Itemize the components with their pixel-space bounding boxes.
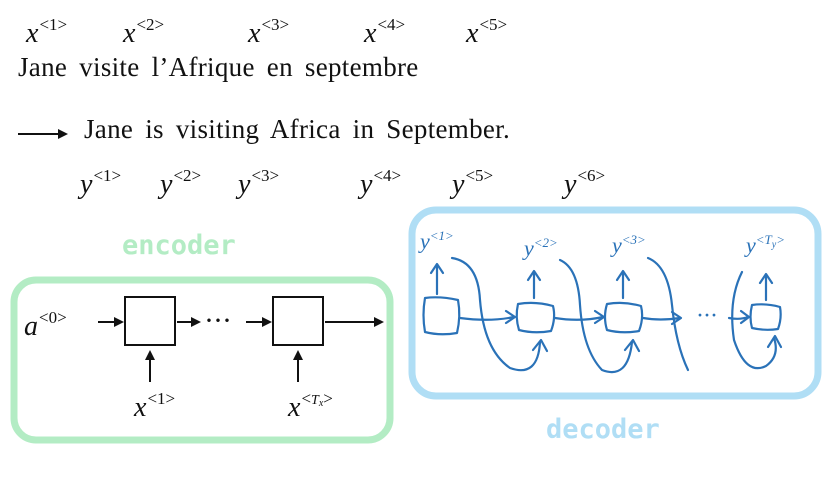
output-arrow-icon: [526, 269, 542, 300]
decoder-output-2: y<2>: [524, 235, 558, 261]
input-arrow-icon: [293, 350, 303, 382]
target-token-2: y<2>: [160, 166, 202, 200]
encoder-initial-state: a<0>: [24, 308, 67, 342]
target-token-1: y<1>: [80, 166, 122, 200]
input-arrow-icon: [145, 350, 155, 382]
target-sentence: Jane is visiting Africa in September.: [84, 114, 511, 144]
feedback-loop-2: [558, 258, 634, 374]
encoder-input-Tx: x<Tx>: [288, 389, 333, 423]
encoder-cell-Tx: [272, 296, 324, 346]
feedback-loop-icon: [623, 338, 641, 353]
source-token-2: x<2>: [123, 15, 165, 49]
feedback-loop-3: [646, 256, 690, 372]
decoder-frame: [408, 206, 822, 400]
target-token-4: y<4>: [360, 166, 402, 200]
output-arrow-icon: [429, 262, 445, 296]
encoder-label: encoder: [122, 230, 236, 261]
initial-state-arrow-icon: [98, 317, 124, 327]
decoder-label: decoder: [546, 414, 660, 445]
translation-arrow-icon: [18, 129, 68, 139]
source-token-4: x<4>: [364, 15, 406, 49]
decoder-arrow-icon: [727, 309, 751, 325]
source-token-5: x<5>: [466, 15, 508, 49]
feedback-loop-1: [450, 256, 542, 372]
decoder-output-1: y<1>: [420, 228, 454, 254]
source-token-1: x<1>: [26, 15, 68, 49]
decoder-cell-3: [603, 301, 644, 334]
decoder-arrow-icon: [553, 309, 606, 325]
output-arrow-icon: [758, 272, 774, 302]
output-arrow-icon: [615, 269, 631, 300]
decoder-cell-1: [422, 296, 461, 336]
encoder-arrow-icon: [177, 317, 201, 327]
encoder-ellipsis: ···: [204, 304, 232, 337]
feedback-loop-icon: [531, 338, 549, 353]
encoder-input-1: x<1>: [134, 389, 176, 423]
encoder-frame: [10, 276, 394, 444]
decoder-ellipsis: ···: [696, 303, 718, 329]
target-token-6: y<6>: [564, 166, 606, 200]
target-token-5: y<5>: [452, 166, 494, 200]
feedback-loop-icon: [766, 334, 783, 349]
target-token-3: y<3>: [238, 166, 280, 200]
encoder-arrow-icon: [246, 317, 272, 327]
encoder-output-arrow-icon: [325, 317, 384, 327]
decoder-cell-Ty: [749, 303, 782, 331]
feedback-loop-4: [731, 270, 777, 370]
decoder-output-Ty: y<Ty>: [746, 232, 786, 258]
encoder-cell-1: [124, 296, 176, 346]
decoder-arrow-icon: [458, 309, 517, 325]
decoder-cell-2: [515, 301, 556, 334]
source-token-3: x<3>: [248, 15, 290, 49]
decoder-output-3: y<3>: [612, 232, 646, 258]
source-sentence: Jane visite l’Afrique en septembre: [18, 52, 419, 82]
